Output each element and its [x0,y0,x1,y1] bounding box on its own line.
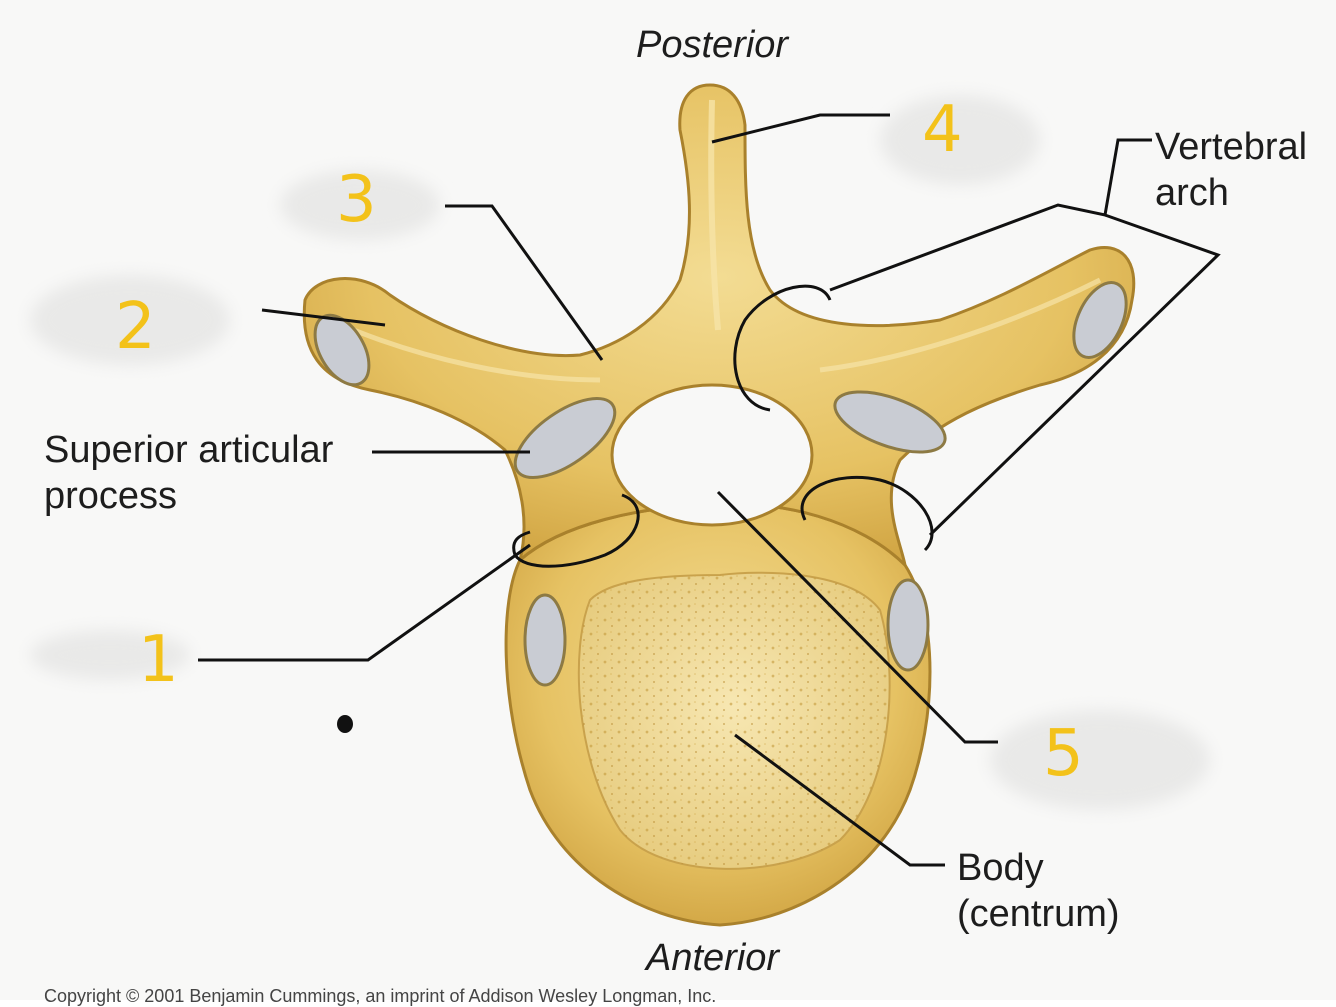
leader-marker-3 [445,204,604,361]
leader-marker-2 [261,308,386,327]
label-superior-articular-process: Superior articular process [44,427,333,519]
vertebral-arch-shape [302,83,1136,570]
erased-patch-4 [880,95,1040,185]
costal-facet-right [886,578,930,672]
vertebral-foramen [610,383,814,527]
marker-5: 5 [1043,717,1084,791]
marker-2: 2 [115,290,156,364]
pedicle-circle-left [512,493,640,568]
vertebral-body [504,502,932,927]
erased-patch-1 [30,630,190,680]
marker-4: 4 [922,93,963,167]
erased-patch-2 [30,275,230,365]
lamina-circle [733,284,832,412]
transverse-costal-facet-right [1072,281,1128,359]
orientation-posterior: Posterior [636,24,789,66]
marker-3: 3 [336,163,377,237]
label-body-line1: Body [957,847,1044,889]
superior-articular-facet-left [513,396,617,480]
label-vertebral-arch-line1: Vertebral [1155,126,1308,168]
label-vertebral-arch-line2: arch [1155,172,1229,214]
pen-dot [337,715,353,733]
marker-1: 1 [138,623,179,697]
leader-marker-1 [198,543,531,662]
erased-patch-5 [990,710,1210,810]
leader-marker-4 [711,113,890,144]
leader-marker-5 [716,490,998,744]
erased-label-patches [30,95,1210,810]
label-superior-articular-line2: process [44,475,178,517]
erased-patch-3 [280,170,440,240]
label-vertebral-arch: Vertebral arch [1155,124,1307,216]
label-body-line2: (centrum) [957,893,1120,935]
copyright-notice: Copyright © 2001 Benjamin Cummings, an i… [44,986,717,1006]
label-superior-articular-line1: Superior articular [44,429,334,471]
costal-facet-left [523,593,567,687]
pedicle-circle-right [800,475,934,552]
spinous-process-ridge [708,99,721,331]
label-body-centrum: Body (centrum) [957,845,1120,937]
bracket-vertebral-arch-lower [928,213,1221,537]
leader-lines [198,113,1221,867]
superior-articular-facet-right [833,390,947,454]
leader-body [734,733,945,867]
orientation-anterior: Anterior [646,937,780,979]
arch-region-circles [512,284,934,568]
